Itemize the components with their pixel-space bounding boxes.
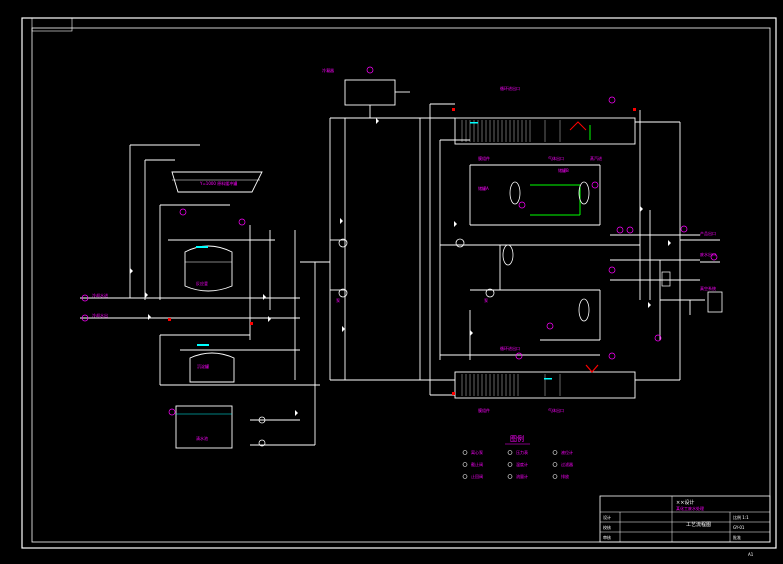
membrane-top-fins bbox=[461, 120, 561, 142]
pump-b-label: 泵 bbox=[484, 298, 488, 303]
title-company: ××设计 bbox=[676, 499, 694, 506]
vacuum-unit-shape bbox=[707, 291, 723, 313]
sheet-id: A1 bbox=[748, 552, 754, 557]
valve-icon bbox=[462, 462, 468, 467]
legend-item-label: 压力表 bbox=[516, 449, 528, 455]
tank-a-shape bbox=[509, 181, 521, 205]
membrane-bottom-shape bbox=[454, 371, 636, 399]
tank-a-label: 储罐A bbox=[478, 185, 489, 191]
title-project: 某化工废水处理 bbox=[676, 505, 704, 511]
pump-icon bbox=[462, 450, 468, 455]
gauge-icon bbox=[507, 450, 513, 455]
title-role-approve: 批准 bbox=[733, 534, 741, 540]
vapor-bottom-label: 气体出口 bbox=[548, 407, 564, 413]
product-out-label: 产品出口 bbox=[700, 230, 716, 236]
circ-top-label: 循环进出口 bbox=[500, 85, 520, 91]
gauge-group bbox=[81, 66, 718, 416]
flowmeter-icon bbox=[507, 474, 513, 479]
pump-group bbox=[258, 238, 495, 447]
title-scale: 比例 1:1 bbox=[733, 514, 749, 520]
membrane-bottom-label: 膜组件 bbox=[478, 407, 490, 413]
legend-item-label: 离心泵 bbox=[471, 449, 483, 455]
title-role-review: 审核 bbox=[603, 534, 611, 540]
outer-border bbox=[21, 17, 777, 549]
title-drawing-no: GY-01 bbox=[733, 525, 745, 530]
tank-d-shape bbox=[502, 244, 514, 266]
main-pipes bbox=[80, 79, 720, 446]
tank-b-shape bbox=[578, 181, 590, 205]
title-role-design: 设计 bbox=[603, 514, 611, 520]
circ-bottom-label: 循环进出口 bbox=[500, 345, 520, 351]
legend-item-label: 过滤器 bbox=[561, 461, 573, 467]
pump-a-label: 泵 bbox=[336, 298, 340, 303]
condenser-top-label: 冷凝器 bbox=[322, 67, 334, 73]
tank-b-label: 储罐B bbox=[558, 167, 569, 173]
water-tank-label: 清水池 bbox=[196, 435, 208, 441]
feed-tank-label: Y=1000 原料缓冲罐 bbox=[199, 180, 237, 186]
title-drawing-name: 工艺流程图 bbox=[686, 521, 711, 528]
waste-out-label: 废水出口 bbox=[700, 251, 716, 257]
valve-group bbox=[130, 118, 671, 416]
cool-water-in-label: 冷却水进 bbox=[92, 292, 108, 298]
corner-tag-box bbox=[31, 17, 73, 32]
tank-c-shape bbox=[578, 298, 590, 322]
thermometer-icon bbox=[507, 462, 513, 467]
steam-in-label: 蒸汽进 bbox=[590, 155, 602, 161]
feed-tank-shape bbox=[171, 171, 263, 193]
title-block: ××设计 某化工废水处理 工艺流程图 比例 1:1 GY-01 设计 校核 审核… bbox=[599, 495, 771, 543]
reactor-shape bbox=[184, 245, 233, 292]
filter-shape bbox=[661, 271, 671, 287]
vacuum-label: 真空系统 bbox=[700, 285, 716, 291]
filter-icon bbox=[552, 462, 558, 467]
membrane-top-shape bbox=[454, 117, 636, 145]
cool-water-out-label: 冷却水出 bbox=[92, 312, 108, 318]
legend-item-label: 温度计 bbox=[516, 461, 528, 467]
level-icon bbox=[552, 450, 558, 455]
title-role-check: 校核 bbox=[603, 524, 611, 530]
legend-item-label: 排放 bbox=[561, 473, 569, 479]
reactor-label: 反应釜 bbox=[196, 280, 208, 286]
drain-icon bbox=[552, 474, 558, 479]
vapor-top-label: 气体出口 bbox=[548, 155, 564, 161]
legend-title: 图例 bbox=[510, 434, 524, 443]
alarm-marks bbox=[168, 108, 636, 395]
membrane-top-label: 膜组件 bbox=[478, 155, 490, 161]
water-tank-shape bbox=[175, 405, 233, 449]
settling-tank-label: 沉淀罐 bbox=[197, 363, 209, 369]
settling-tank-shape bbox=[189, 352, 235, 383]
legend-item-label: 液位计 bbox=[561, 449, 573, 455]
check-valve-icon bbox=[462, 474, 468, 479]
membrane-bottom-fins bbox=[461, 374, 561, 396]
legend-item-label: 止回阀 bbox=[471, 473, 483, 479]
legend-item-label: 截止阀 bbox=[471, 461, 483, 467]
legend-item-label: 流量计 bbox=[516, 473, 528, 479]
inner-border bbox=[31, 27, 771, 543]
instrument-ticks bbox=[196, 122, 552, 380]
